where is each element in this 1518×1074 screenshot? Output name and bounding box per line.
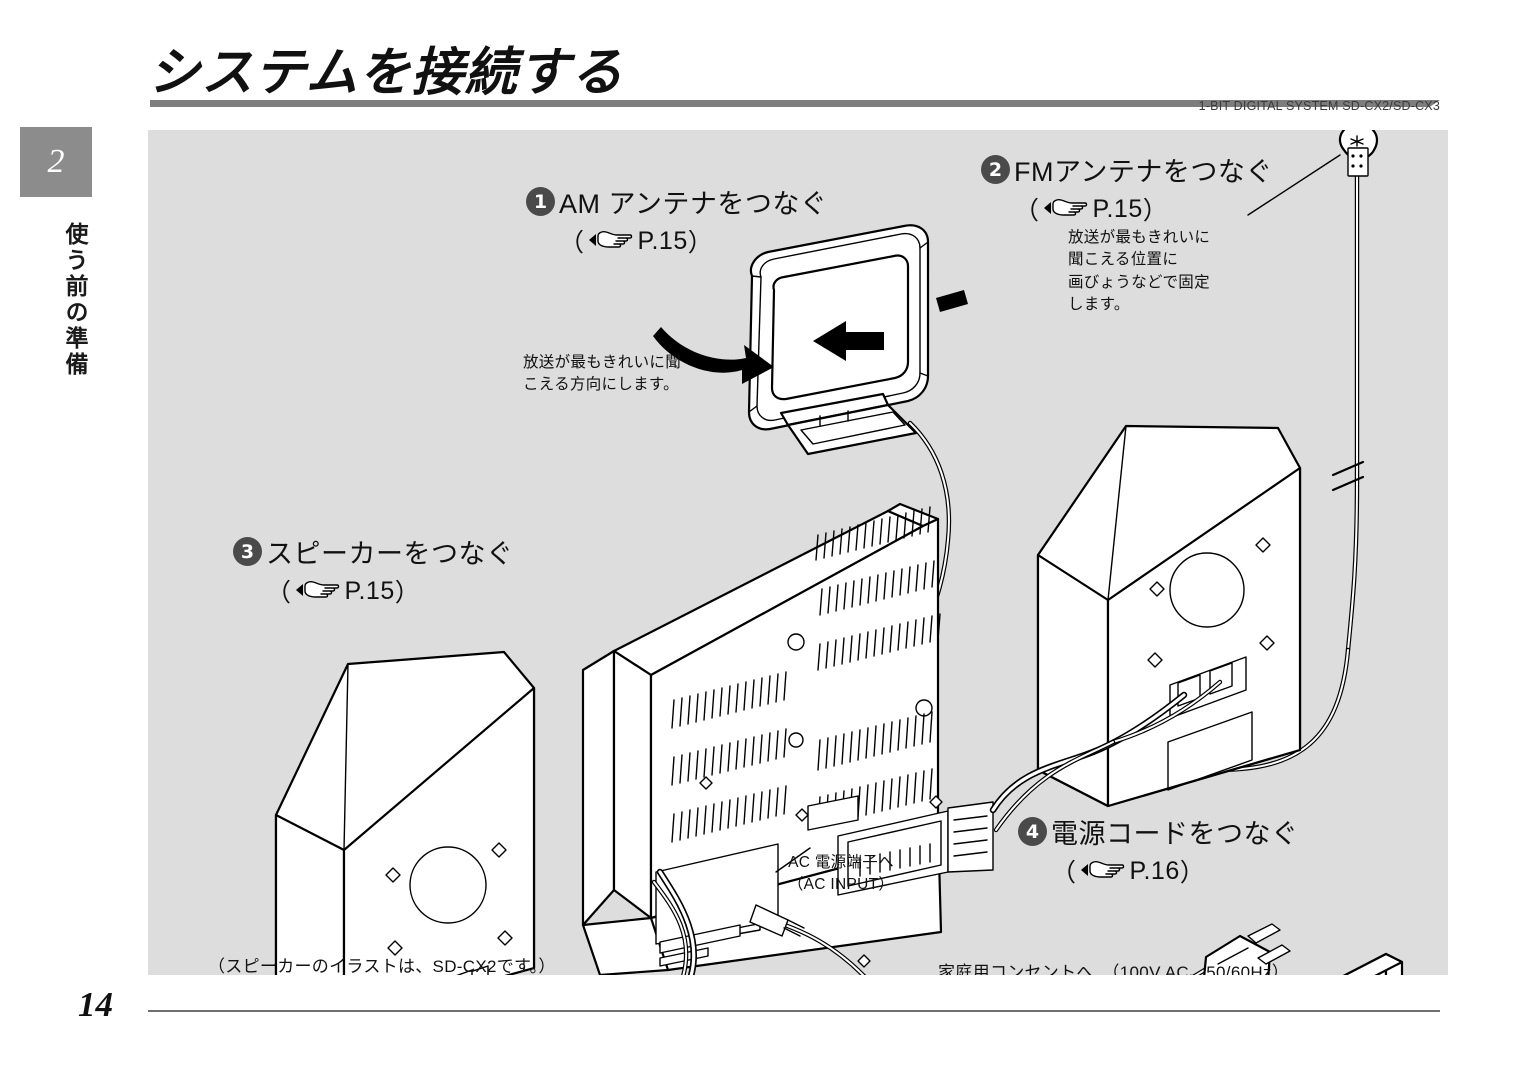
step-4-ref-page: P.16 (1129, 856, 1180, 885)
step-4-callout: 4 電源コードをつなぐ （ P.16 ） (1018, 812, 1299, 889)
chapter-number: 2 (47, 143, 65, 180)
power-plug (1203, 923, 1291, 975)
speaker-illustration-caption: （スピーカーのイラストは、SD-CX2です。） (208, 957, 556, 975)
power-cord (749, 904, 1211, 975)
pointing-hand-icon (294, 580, 340, 602)
step-2-ref-open: （ (1014, 197, 1040, 225)
step-2-ref-close: ） (1142, 197, 1169, 225)
step-4-reference: （ P.16 ） (1051, 853, 1299, 889)
step-1-title: AM アンテナをつなぐ (559, 189, 828, 219)
step-1-reference: （ P.15 ） (559, 223, 827, 259)
step-3-ref-close: ） (394, 579, 421, 607)
title-underline-rule (150, 100, 1440, 107)
step-1-ref-open: （ (559, 229, 585, 257)
step-3-heading: 3 スピーカーをつなぐ (233, 532, 514, 571)
step-4-ref-open: （ (1051, 859, 1077, 887)
page-number: 14 (78, 985, 113, 1024)
step-2-badge: 2 (981, 155, 1010, 184)
step-1-callout: 1 AM アンテナをつなぐ （ P.15 ） (526, 182, 827, 259)
step-1-ref-close: ） (687, 229, 714, 257)
step-3-badge: 3 (233, 537, 262, 566)
step-2-title: FMアンテナをつなぐ (1014, 157, 1273, 187)
step-3-title: スピーカーをつなぐ (266, 539, 514, 569)
right-speaker-cable (989, 739, 1116, 833)
chapter-tab: 2 (20, 127, 92, 197)
outlet-caption: 家庭用コンセントへ （100V AC、50/60Hz） (938, 963, 1290, 975)
page-title: システムを接続する (148, 44, 624, 102)
step-4-badge: 4 (1018, 817, 1047, 846)
fm-antenna-note: 放送が最もきれいに 聞こえる位置に 画びょうなどで固定 します。 (1068, 229, 1211, 314)
ac-input-leader (775, 847, 811, 873)
ac-input-note: AC 電源端子へ （AC INPUT） (787, 854, 895, 894)
step-4-heading: 4 電源コードをつなぐ (1018, 812, 1299, 851)
step-3-ref-open: （ (266, 579, 292, 607)
step-3-ref-page: P.15 (344, 576, 395, 605)
step-3-reference: （ P.15 ） (266, 573, 514, 609)
step-2-callout: 2 FMアンテナをつなぐ （ P.15 ） (981, 150, 1273, 227)
am-antenna-note: 放送が最もきれいに聞 こえる方向にします。 (523, 354, 682, 394)
step-2-heading: 2 FMアンテナをつなぐ (981, 150, 1273, 189)
step-2-ref-page: P.15 (1092, 194, 1143, 223)
step-1-heading: 1 AM アンテナをつなぐ (526, 182, 827, 221)
footer-rule (148, 1010, 1440, 1012)
step-2-reference: （ P.15 ） (1014, 191, 1273, 227)
chapter-label: 使う前の準備 (62, 222, 88, 378)
step-4-ref-close: ） (1179, 859, 1206, 887)
left-speaker (274, 650, 536, 975)
wall-outlet (1342, 952, 1404, 975)
pointing-hand-icon (1042, 198, 1088, 220)
main-unit-rear (581, 502, 994, 975)
step-1-badge: 1 (526, 187, 555, 216)
step-3-callout: 3 スピーカーをつなぐ （ P.15 ） (233, 532, 514, 609)
left-speaker-cable (651, 868, 697, 975)
connection-illustration: .ln { fill:none; stroke:#000; stroke-wid… (274, 130, 1404, 975)
step-1-ref-page: P.15 (637, 226, 688, 255)
pointing-hand-icon (1079, 860, 1125, 882)
right-speaker (1036, 424, 1302, 808)
connection-diagram-panel: .ln { fill:none; stroke:#000; stroke-wid… (148, 130, 1448, 975)
pointing-hand-icon (587, 230, 633, 252)
model-name-line: 1-BIT DIGITAL SYSTEM SD-CX2/SD-CX3 (1198, 99, 1440, 113)
step-4-title: 電源コードをつなぐ (1051, 819, 1299, 849)
